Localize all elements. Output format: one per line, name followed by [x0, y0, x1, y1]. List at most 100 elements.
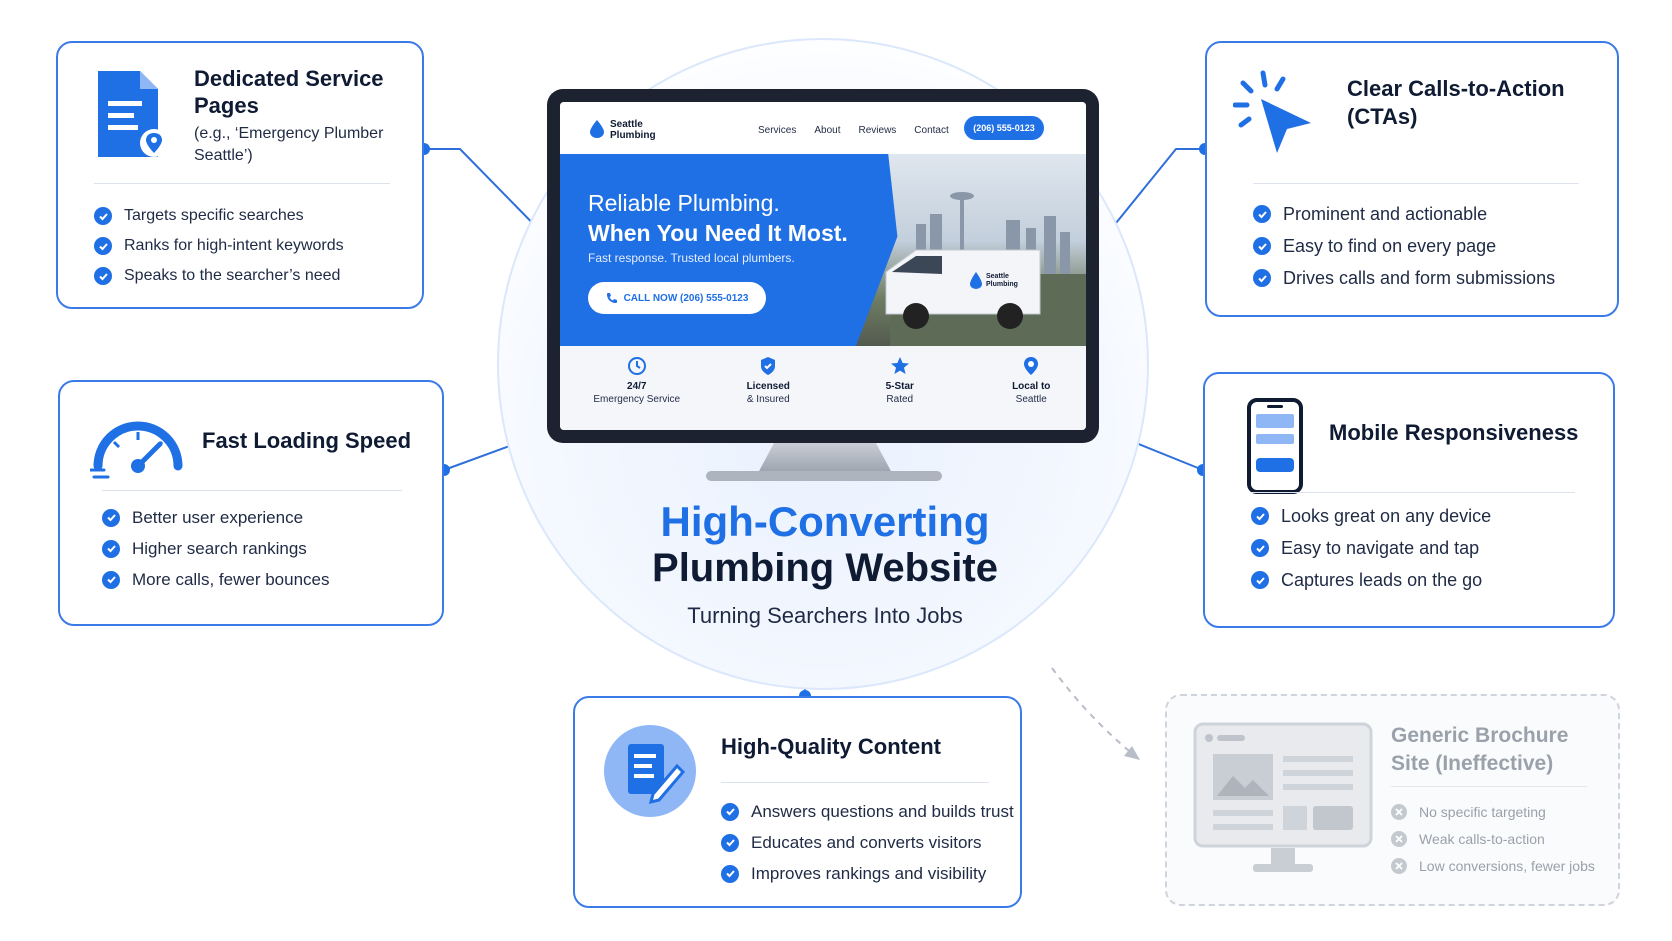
monitor-stand-base: [706, 471, 942, 481]
document-pin-icon: [98, 71, 168, 157]
list-item: Captures leads on the go: [1251, 564, 1491, 596]
location-pin-icon: [1024, 357, 1039, 375]
cursor-click-icon: [1233, 70, 1311, 153]
star-icon: [890, 357, 909, 374]
list-item: Ranks for high-intent keywords: [94, 231, 344, 261]
list-item: Easy to navigate and tap: [1251, 532, 1491, 564]
clock-icon: [627, 357, 646, 375]
x-icon: [1391, 830, 1407, 847]
site-logo-text: Seattle Plumbing: [610, 119, 656, 141]
nav-link-services[interactable]: Services: [758, 125, 797, 136]
card-fast-loading-speed: Fast Loading Speed Better user experienc…: [58, 380, 444, 626]
feature-rated: 5-Star Rated: [845, 346, 955, 430]
x-icon: [1391, 857, 1407, 874]
center-title-line1: High-Converting: [660, 498, 990, 545]
card-dedicated-subtitle: (e.g., ‘Emergency Plumber Seattle’): [194, 125, 384, 164]
list-item: Educates and converts visitors: [721, 827, 1014, 858]
card-speed-title: Fast Loading Speed: [202, 428, 412, 453]
card-dedicated-service-pages: Dedicated Service Pages (e.g., ‘Emergenc…: [56, 41, 424, 309]
check-icon: [721, 802, 739, 821]
feature-local: Local to Seattle: [977, 346, 1087, 430]
list-item: Easy to find on every page: [1253, 230, 1555, 262]
check-icon: [1251, 571, 1269, 589]
card-content-list: Answers questions and builds trust Educa…: [721, 796, 1014, 889]
card-speed-list: Better user experience Higher search ran…: [102, 502, 329, 595]
monitor-stand-neck: [758, 443, 892, 473]
card-high-quality-content: High-Quality Content Answers questions a…: [573, 696, 1022, 908]
speedometer-icon: [90, 421, 183, 479]
check-icon: [721, 833, 739, 852]
card-cta-divider: [1253, 183, 1579, 184]
hero-call-button-label: CALL NOW (206) 555-0123: [623, 292, 749, 304]
card-mobile-responsiveness: Mobile Responsiveness Looks great on any…: [1203, 372, 1615, 628]
card-mobile-title: Mobile Responsiveness: [1329, 420, 1579, 445]
check-icon: [94, 237, 112, 255]
nav-link-contact[interactable]: Contact: [914, 125, 949, 136]
hero-headline-line2: When You Need It Most.: [588, 220, 848, 246]
list-item: Weak calls-to-action: [1391, 825, 1595, 852]
check-icon: [94, 207, 112, 225]
list-item: Low conversions, fewer jobs: [1391, 852, 1595, 879]
check-icon: [1253, 205, 1271, 223]
hero-headline-line1: Reliable Plumbing.: [588, 190, 780, 216]
check-icon: [1253, 237, 1271, 255]
site-nav-links: Services About Reviews Contact: [758, 125, 949, 136]
svg-text:Seattle: Seattle: [986, 273, 1009, 280]
list-item: Answers questions and builds trust: [721, 796, 1014, 827]
feature-rated-line2: Rated: [886, 394, 914, 405]
document-edit-icon: [604, 725, 696, 817]
center-title-line2: Plumbing Website: [652, 546, 998, 590]
list-item: Better user experience: [102, 502, 329, 533]
check-icon: [1251, 539, 1269, 557]
center-subtitle: Turning Searchers Into Jobs: [687, 603, 963, 628]
card-mobile-list: Looks great on any device Easy to naviga…: [1251, 500, 1491, 596]
phone-icon: [606, 293, 617, 303]
list-item: Prominent and actionable: [1253, 198, 1555, 230]
feature-local-line1: Local to: [1012, 381, 1051, 392]
website-monitor: Seattle Plumbing Services About Reviews …: [547, 89, 1099, 443]
shield-icon: [761, 357, 776, 375]
van-skyline-illustration: Seattle Plumbing: [885, 192, 1086, 346]
list-item: Speaks to the searcher’s need: [94, 261, 344, 291]
list-item: Drives calls and form submissions: [1253, 262, 1555, 294]
card-content-title: High-Quality Content: [721, 734, 941, 759]
hero-headline: Reliable Plumbing. When You Need It Most…: [588, 188, 848, 248]
hero-subtitle: Fast response. Trusted local plumbers.: [588, 251, 795, 265]
check-icon: [721, 864, 739, 883]
card-generic-divider: [1391, 786, 1587, 787]
nav-link-about[interactable]: About: [814, 125, 841, 136]
check-icon: [102, 508, 120, 527]
feature-rated-line1: 5-Star: [885, 381, 914, 392]
feature-emergency-line2: Emergency Service: [593, 394, 681, 405]
site-hero: Seattle Plumbing Reliable Plumbing. When…: [560, 154, 1086, 346]
list-item: Targets specific searches: [94, 201, 344, 231]
hero-photo-van: Seattle Plumbing: [856, 154, 1086, 346]
feature-licensed-line1: Licensed: [746, 381, 790, 392]
nav-link-reviews[interactable]: Reviews: [858, 125, 897, 136]
website-screen: Seattle Plumbing Services About Reviews …: [560, 102, 1086, 430]
card-speed-divider: [102, 490, 402, 491]
nav-phone-button[interactable]: (206) 555-0123: [964, 116, 1044, 140]
card-cta-list: Prominent and actionable Easy to find on…: [1253, 198, 1555, 294]
card-generic-title: Generic Brochure Site (Ineffective): [1391, 724, 1569, 775]
feature-licensed-line2: & Insured: [746, 394, 790, 405]
hero-call-button[interactable]: CALL NOW (206) 555-0123: [588, 282, 766, 314]
x-icon: [1391, 803, 1407, 820]
card-dedicated-divider: [94, 183, 390, 184]
card-generic-brochure-site: Generic Brochure Site (Ineffective) No s…: [1165, 694, 1620, 906]
check-icon: [102, 539, 120, 558]
card-content-divider: [721, 782, 989, 783]
svg-text:Plumbing: Plumbing: [986, 281, 1018, 288]
list-item: Improves rankings and visibility: [721, 858, 1014, 889]
water-drop-icon: [590, 120, 604, 138]
connector-generic-dashed: [1051, 667, 1141, 761]
card-clear-ctas: Clear Calls-to-Action (CTAs) Prominent a…: [1205, 41, 1619, 317]
list-item: No specific targeting: [1391, 798, 1595, 825]
check-icon: [94, 267, 112, 285]
generic-monitor-icon: [1193, 722, 1373, 872]
card-generic-list: No specific targeting Weak calls-to-acti…: [1391, 798, 1595, 879]
feature-licensed: Licensed & Insured: [714, 346, 824, 430]
check-icon: [1251, 507, 1269, 525]
feature-local-line2: Seattle: [1015, 394, 1047, 405]
